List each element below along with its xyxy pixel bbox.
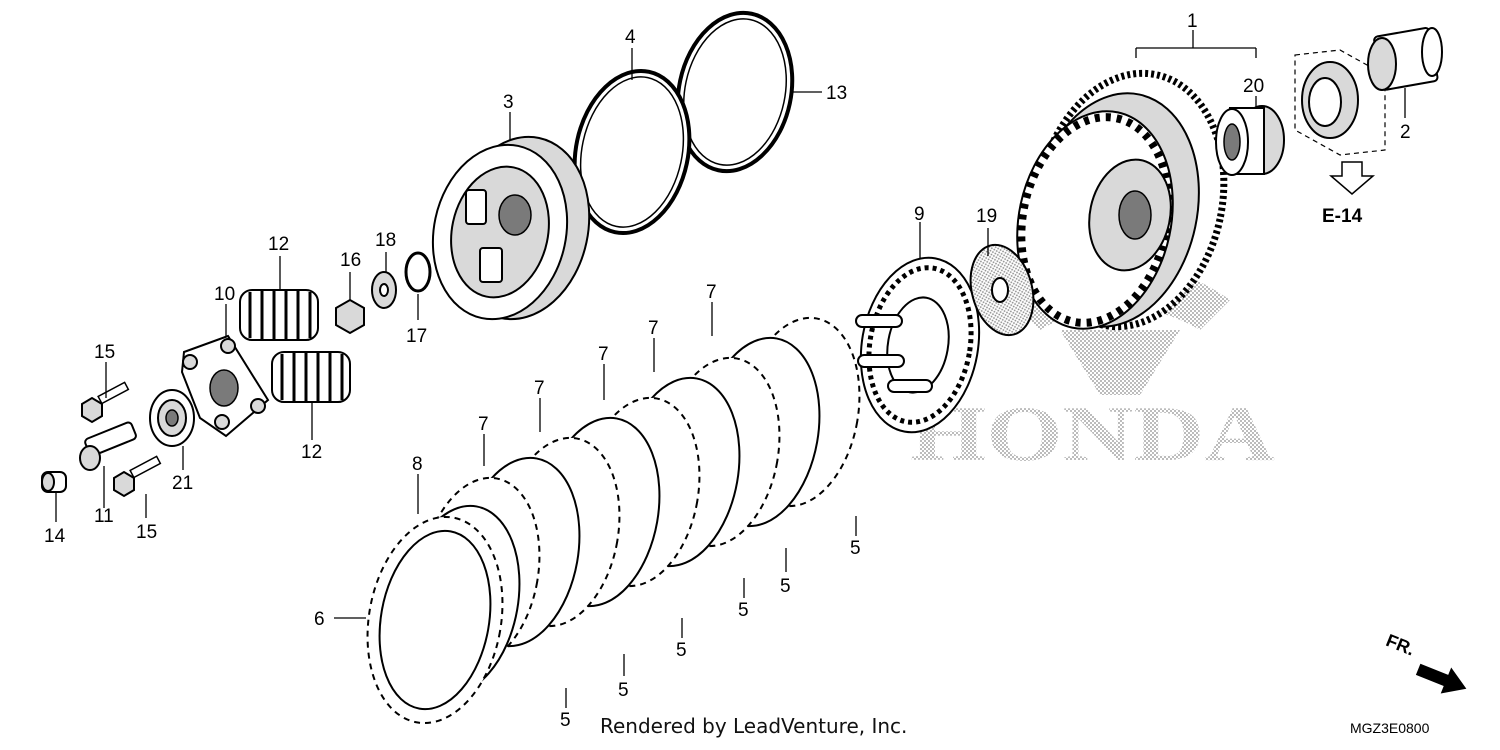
lifter-pin-11 (79, 421, 137, 471)
part-label-16: 16 (340, 250, 361, 271)
bearing-21 (149, 389, 195, 447)
part-label-8: 8 (412, 454, 423, 475)
needle-bearing-20 (1215, 105, 1285, 176)
part-label-5: 5 (780, 576, 791, 597)
part-label-20: 20 (1243, 76, 1264, 97)
washer-19 (969, 243, 1035, 337)
part-label-18: 18 (375, 230, 396, 251)
rendered-by-credit: Rendered by LeadVenture, Inc. (600, 714, 907, 738)
honda-watermark-text: HONDA (910, 390, 1275, 477)
o-ring-4 (572, 68, 692, 236)
clutch-outer-1 (1016, 69, 1228, 331)
leader-lines (55, 30, 1406, 708)
cap-14 (41, 471, 67, 493)
part-label-5: 5 (850, 538, 861, 559)
o-ring-13-inner (682, 18, 788, 166)
part-label-7: 7 (598, 344, 609, 365)
part-label-11: 11 (94, 506, 114, 527)
part-label-5: 5 (560, 710, 571, 731)
part-label-7: 7 (706, 282, 717, 303)
bolt-15-upper (81, 381, 130, 424)
part-label-12-lower: 12 (301, 442, 322, 463)
collar-2 (1367, 27, 1443, 91)
part-label-5: 5 (738, 600, 749, 621)
part-label-1: 1 (1187, 11, 1198, 32)
spring-12-upper (239, 289, 319, 341)
washer-18-hole (379, 283, 389, 297)
front-direction-indicator: FR. (1383, 630, 1467, 694)
nut-16 (335, 298, 365, 335)
part-label-13: 13 (826, 83, 847, 104)
part-label-2: 2 (1400, 122, 1411, 143)
part-label-14: 14 (44, 526, 66, 547)
washer-17 (404, 251, 432, 293)
down-arrow-icon (1328, 161, 1376, 195)
part-label-7: 7 (648, 318, 659, 339)
part-label-19: 19 (976, 206, 997, 227)
part-number-labels: 1 2 3 4 13 20 19 9 18 17 16 12 12 10 15 … (44, 11, 1411, 731)
part-label-6: 6 (314, 609, 325, 630)
part-label-4: 4 (625, 27, 636, 48)
reference-callout-e14: E-14 (1322, 206, 1363, 227)
part-label-7: 7 (534, 378, 545, 399)
part-label-9: 9 (914, 204, 925, 225)
clutch-plate-stack (366, 316, 861, 725)
clutch-center-3 (431, 135, 591, 321)
front-arrow-icon (1415, 663, 1467, 694)
part-label-15-lower: 15 (136, 522, 157, 543)
part-label-21: 21 (172, 473, 193, 494)
part-label-17: 17 (406, 326, 427, 347)
part-label-5: 5 (618, 680, 629, 701)
part-label-3: 3 (503, 92, 514, 113)
pressure-plate-9 (855, 256, 981, 434)
part-label-5: 5 (676, 640, 687, 661)
part-label-7: 7 (478, 414, 489, 435)
bolt-15-lower (113, 455, 162, 498)
part-label-10: 10 (214, 284, 235, 305)
part-label-15-upper: 15 (94, 342, 115, 363)
o-ring-4-inner (579, 76, 685, 228)
front-direction-label: FR. (1383, 630, 1417, 659)
lifter-plate-10 (180, 334, 270, 438)
spring-12-lower (271, 351, 351, 403)
diagram-code: MGZ3E0800 (1350, 720, 1430, 736)
reference-box (1294, 49, 1386, 156)
o-ring-13 (675, 10, 795, 174)
part-label-12-upper: 12 (268, 234, 289, 255)
